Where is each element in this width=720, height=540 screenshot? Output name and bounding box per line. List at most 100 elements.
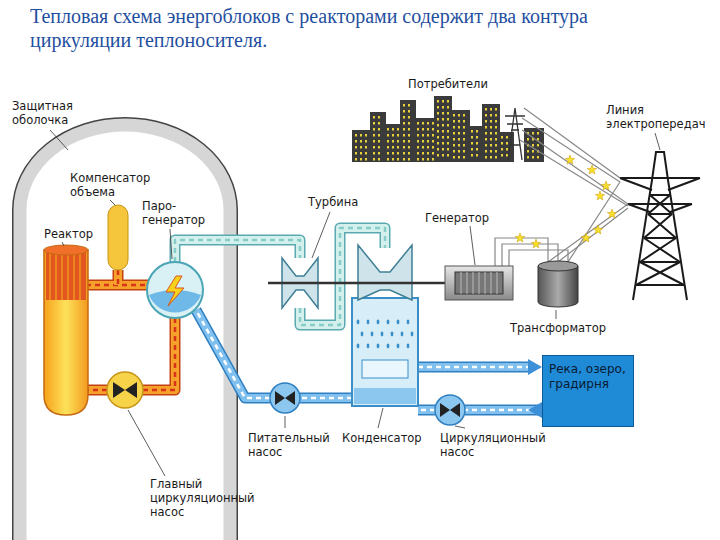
city-silhouette-part: [384, 124, 402, 162]
city-silhouette-part: [392, 140, 394, 143]
pressurizer-part: [108, 205, 128, 270]
sparks-part: [531, 239, 541, 248]
sparks-part: [587, 165, 597, 174]
generator: [445, 266, 513, 300]
generator-part: [461, 272, 497, 294]
city-silhouette-part: [432, 134, 434, 137]
pipes-part: [86, 386, 107, 394]
city-silhouette-part: [365, 158, 367, 161]
city-silhouette-part: [360, 158, 362, 161]
leader-lines-part: [556, 310, 557, 319]
city-silhouette-part: [427, 128, 429, 131]
city-silhouette-part: [392, 128, 394, 131]
city-silhouette-part: [458, 126, 460, 129]
sparks-part: [607, 209, 617, 218]
leader-lines-part: [378, 408, 383, 428]
city-silhouette-part: [482, 104, 500, 162]
steam-generator-part: [166, 276, 184, 306]
city-silhouette-part: [373, 152, 375, 155]
condensate-drops-part: [381, 332, 384, 337]
city-silhouette-part: [495, 144, 497, 147]
city-silhouette-part: [408, 140, 410, 143]
city-silhouette-part: [378, 146, 380, 149]
condensate-drops-part: [397, 344, 400, 349]
condensate-drops-part: [357, 344, 360, 349]
city-silhouette-part: [442, 118, 444, 121]
city-silhouette-part: [447, 106, 449, 109]
feed-pump-part: [270, 383, 300, 413]
city-silhouette-part: [537, 132, 539, 135]
sparks-part: [565, 155, 575, 164]
pipes-part: [196, 310, 270, 398]
city-silhouette-part: [453, 126, 455, 129]
city-silhouette-part: [490, 120, 492, 123]
part-label: Паро-генератор: [142, 200, 204, 228]
city-silhouette-part: [437, 130, 439, 133]
city-silhouette-part: [400, 100, 416, 162]
part-label: Конденсатор: [342, 432, 437, 446]
condensate-drops-part: [377, 320, 380, 325]
city-silhouette-part: [442, 112, 444, 115]
city-silhouette-part: [485, 108, 487, 111]
pipes-part: [418, 363, 532, 371]
city-silhouette-part: [360, 146, 362, 149]
sparks: [515, 155, 617, 248]
city-silhouette-part: [403, 146, 405, 149]
city-silhouette-part: [408, 128, 410, 131]
city-silhouette-part: [378, 152, 380, 155]
city-silhouette-part: [476, 130, 478, 133]
city-silhouette-part: [373, 116, 375, 119]
city-silhouette-part: [422, 158, 424, 161]
city-silhouette-part: [417, 152, 419, 155]
city-silhouette-part: [501, 154, 503, 157]
city-silhouette-part: [506, 142, 508, 145]
city-silhouette-part: [403, 110, 405, 113]
city-silhouette-part: [471, 142, 473, 145]
city-silhouette-part: [442, 148, 444, 151]
condensate-drops-part: [401, 332, 404, 337]
small-pylon: [505, 108, 525, 160]
city-silhouette-part: [397, 152, 399, 155]
part-label: Линия электропередач: [606, 104, 718, 132]
city-silhouette-part: [360, 134, 362, 137]
city-silhouette-part: [463, 138, 465, 141]
city-silhouette-part: [355, 134, 357, 137]
city-silhouette-part: [463, 144, 465, 147]
part-label: Питательный насос: [248, 432, 338, 460]
city-silhouette-part: [417, 158, 419, 161]
city-silhouette-part: [495, 108, 497, 111]
city-silhouette-part: [437, 100, 439, 103]
city-silhouette-part: [422, 146, 424, 149]
part-label: Реактор: [44, 228, 114, 242]
city-silhouette-part: [476, 142, 478, 145]
main-pump: [107, 372, 143, 408]
sparks-part: [601, 181, 611, 190]
pipes-part: [418, 362, 532, 373]
part-label: Потребители: [408, 78, 508, 92]
city-silhouette-part: [485, 144, 487, 147]
city-silhouette-part: [403, 122, 405, 125]
city-silhouette-part: [527, 156, 529, 159]
city-silhouette-part: [537, 156, 539, 159]
city-silhouette-part: [432, 158, 434, 161]
sparks-part: [595, 191, 605, 200]
city-silhouette-part: [532, 150, 534, 153]
city-silhouette-part: [437, 136, 439, 139]
city-silhouette-part: [360, 152, 362, 155]
shaft: [268, 282, 446, 285]
city-silhouette-part: [403, 152, 405, 155]
city-silhouette-part: [501, 136, 503, 139]
city-silhouette-part: [495, 126, 497, 129]
city-silhouette-part: [437, 148, 439, 151]
power-wires-part: [495, 238, 548, 266]
pipes-part: [418, 409, 435, 412]
condensate-drops-part: [367, 344, 370, 349]
generator-part: [455, 272, 503, 294]
feed-pump-part: [275, 391, 295, 405]
city-silhouette-part: [447, 130, 449, 133]
reactor-vessel-part: [44, 250, 88, 415]
city-silhouette-part: [490, 108, 492, 111]
city-silhouette-part: [447, 112, 449, 115]
city-silhouette-part: [476, 148, 478, 151]
power-wires-part: [524, 108, 620, 178]
